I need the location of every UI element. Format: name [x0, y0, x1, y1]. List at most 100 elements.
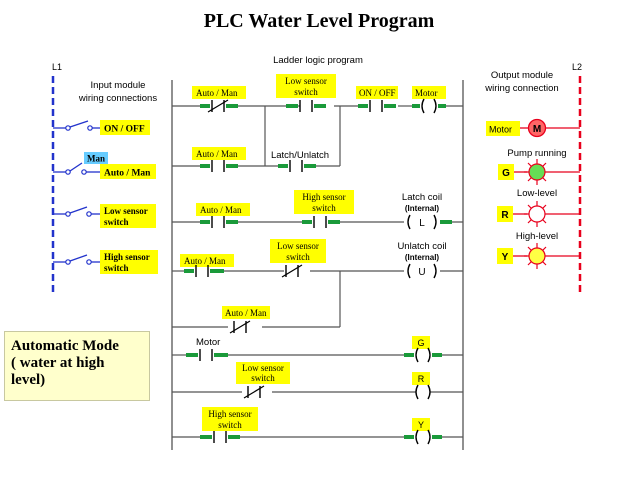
rung2-high-sensor-label-1: High sensor — [302, 192, 345, 202]
rung3b-auto-man-contact-nc — [229, 320, 251, 334]
input-high-sensor-label-2: switch — [104, 263, 129, 273]
rung6-high-sensor-label-2: switch — [218, 420, 242, 430]
unlatch-coil: U — [407, 263, 437, 279]
motor-symbol — [527, 118, 547, 138]
high-level-label: High-level — [516, 231, 558, 242]
output-y-label: Y — [502, 252, 509, 263]
output-r-label: R — [501, 210, 509, 221]
input-low-sensor: Low sensor switch — [53, 204, 156, 228]
rung3b-auto-man-label: Auto / Man — [225, 308, 267, 318]
rung1-auto-man-label: Auto / Man — [196, 88, 238, 98]
rung2-auto-man-label: Auto / Man — [200, 205, 242, 215]
rung2-high-sensor-contact — [302, 216, 340, 228]
rung-1-branch: Auto / Man Latch/Unlatch — [172, 147, 340, 172]
input-low-sensor-tag — [100, 204, 156, 228]
automatic-mode-note: Automatic Mode ( water at high level) — [4, 331, 150, 401]
rung3-auto-man-label: Auto / Man — [184, 256, 226, 266]
rung3-auto-man-contact — [184, 265, 224, 277]
page-title: PLC Water Level Program — [203, 10, 435, 32]
rung3-low-sensor-tag — [270, 239, 326, 263]
rung2-auto-man-tag — [196, 203, 250, 216]
green-lamp — [528, 163, 546, 181]
output-r-tag — [497, 206, 513, 222]
rung1-low-sensor-label-2: switch — [294, 87, 318, 97]
branch-auto-man-tag — [192, 147, 246, 160]
rung6-y-label: Y — [418, 420, 424, 430]
latch-coil-label-1: Latch coil — [402, 192, 442, 203]
note-line-3: level) — [11, 372, 46, 388]
rung5-low-sensor-tag — [236, 362, 290, 384]
input-auto-man-label: Auto / Man — [104, 169, 151, 179]
yellow-lamp — [528, 247, 546, 265]
rung1-auto-man-tag — [192, 86, 246, 99]
branch-auto-man-contact — [200, 160, 238, 172]
output-green-lamp: G — [498, 159, 580, 185]
pump-running-label: Pump running — [507, 148, 566, 159]
rung-1: Auto / Man Low sensor switch ON / OFF Mo… — [172, 74, 463, 166]
input-man-tag — [84, 152, 108, 164]
rail-label-l1: L1 — [52, 62, 62, 72]
branch-auto-man-label: Auto / Man — [196, 149, 238, 159]
output-title-line1: Output module — [491, 70, 553, 81]
output-motor-label: Motor — [489, 125, 512, 135]
input-low-sensor-label-2: switch — [104, 217, 129, 227]
latch-coil: L — [407, 214, 452, 230]
rung4-motor-contact — [186, 349, 228, 361]
rung1-low-sensor-tag — [276, 74, 336, 98]
rung6-y-tag — [412, 418, 430, 431]
rung-5: Low sensor switch R — [172, 362, 463, 400]
input-on-off-tag — [100, 120, 150, 135]
rung2-auto-man-contact — [200, 216, 238, 228]
unlatch-coil-label-2: (Internal) — [405, 253, 440, 262]
rung-2: Auto / Man High sensor switch Latch coil… — [172, 190, 463, 230]
unlatch-coil-symbol: U — [418, 267, 425, 278]
input-title-line2: wiring connections — [78, 93, 157, 104]
input-high-sensor-tag — [100, 250, 158, 274]
rung4-g-coil — [404, 347, 442, 363]
rung2-high-sensor-label-2: switch — [312, 203, 336, 213]
input-on-off-label: ON / OFF — [104, 125, 145, 135]
note-line-1: Automatic Mode — [11, 338, 119, 354]
motor-symbol-label: M — [533, 124, 541, 135]
input-high-sensor: High sensor switch — [53, 250, 158, 274]
rung-6: High sensor switch Y — [172, 407, 463, 445]
output-red-lamp: R — [497, 201, 580, 227]
rung2-high-sensor-tag — [294, 190, 354, 214]
rung5-r-tag — [412, 372, 430, 385]
rung-3: Auto / Man Low sensor switch Unlatch coi… — [172, 239, 463, 327]
output-title-line2: wiring connection — [484, 83, 558, 94]
input-low-sensor-label-1: Low sensor — [104, 206, 148, 216]
rung6-y-coil — [404, 429, 442, 445]
output-y-tag — [497, 248, 513, 264]
rung1-low-sensor-label-1: Low sensor — [285, 76, 327, 86]
ladder-title: Ladder logic program — [273, 55, 363, 66]
rung1-motor-coil — [412, 98, 446, 114]
latch-unlatch-contact — [278, 160, 316, 172]
rung5-low-sensor-label-2: switch — [251, 373, 275, 383]
rung5-r-coil — [415, 384, 431, 400]
rung1-on-off-contact — [358, 100, 396, 112]
low-level-label: Low-level — [517, 188, 557, 199]
red-lamp — [528, 205, 546, 223]
rung1-on-off-tag — [356, 86, 398, 99]
output-g-label: G — [502, 168, 510, 179]
latch-unlatch-label: Latch/Unlatch — [271, 150, 329, 161]
rung1-motor-label: Motor — [415, 88, 438, 98]
rung1-on-off-label: ON / OFF — [359, 88, 396, 98]
latch-coil-label-2: (Internal) — [405, 204, 440, 213]
latch-coil-symbol: L — [419, 218, 425, 229]
rung1-motor-tag — [412, 86, 446, 99]
rung-4: Motor G — [172, 336, 463, 363]
rung6-high-sensor-label-1: High sensor — [208, 409, 251, 419]
rung3-low-sensor-label-2: switch — [286, 252, 310, 262]
rung4-motor-label: Motor — [196, 337, 220, 348]
rung3-low-sensor-contact-nc — [281, 264, 303, 278]
output-motor-tag — [486, 121, 520, 136]
rung6-high-sensor-tag — [202, 407, 258, 431]
input-auto-man-tag — [100, 164, 156, 179]
rail-label-l2: L2 — [572, 62, 582, 72]
rung1-low-sensor-contact — [286, 100, 326, 112]
rung5-low-sensor-label-1: Low sensor — [242, 363, 284, 373]
rung4-g-label: G — [417, 338, 424, 348]
rung3-low-sensor-label-1: Low sensor — [277, 241, 319, 251]
